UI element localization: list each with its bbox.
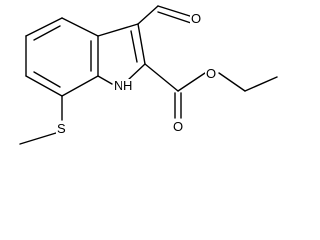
bond-c3-c2	[137, 23, 146, 65]
ester-oxygen-double-label: O	[172, 119, 185, 134]
bond-c2-n1	[127, 63, 146, 81]
bond-c3a-c3	[97, 23, 139, 37]
bond-c6-c7-inner	[33, 71, 61, 88]
bond-ch2-ch3	[244, 76, 278, 92]
bond-cho-o-2	[157, 11, 192, 24]
bond-skeleton	[19, 5, 278, 145]
indole-nitrogen-label: N	[113, 78, 125, 93]
ester-oxygen-single-label: O	[205, 66, 218, 81]
indole-hydrogen-label: H	[122, 78, 134, 93]
sulfur-label: S	[56, 121, 67, 136]
bond-cho-o-1	[157, 5, 194, 18]
bond-c3a-c4	[61, 17, 99, 37]
bond-c7-c7a	[61, 75, 99, 97]
bond-n1-c7a	[97, 75, 113, 85]
bond-c3-c2-inner	[130, 30, 138, 63]
bond-oester-ch2	[218, 72, 246, 92]
bond-c4-c5-inner	[33, 25, 61, 41]
bond-s-ch3	[19, 132, 57, 145]
bond-c2-carbonyl	[144, 63, 179, 92]
bond-c4-c5	[25, 17, 63, 37]
bond-carbonyl-oester	[177, 72, 206, 92]
formyl-oxygen-label: O	[190, 11, 203, 26]
bond-c3-cho	[137, 5, 159, 25]
bond-c6-c7	[25, 75, 63, 97]
